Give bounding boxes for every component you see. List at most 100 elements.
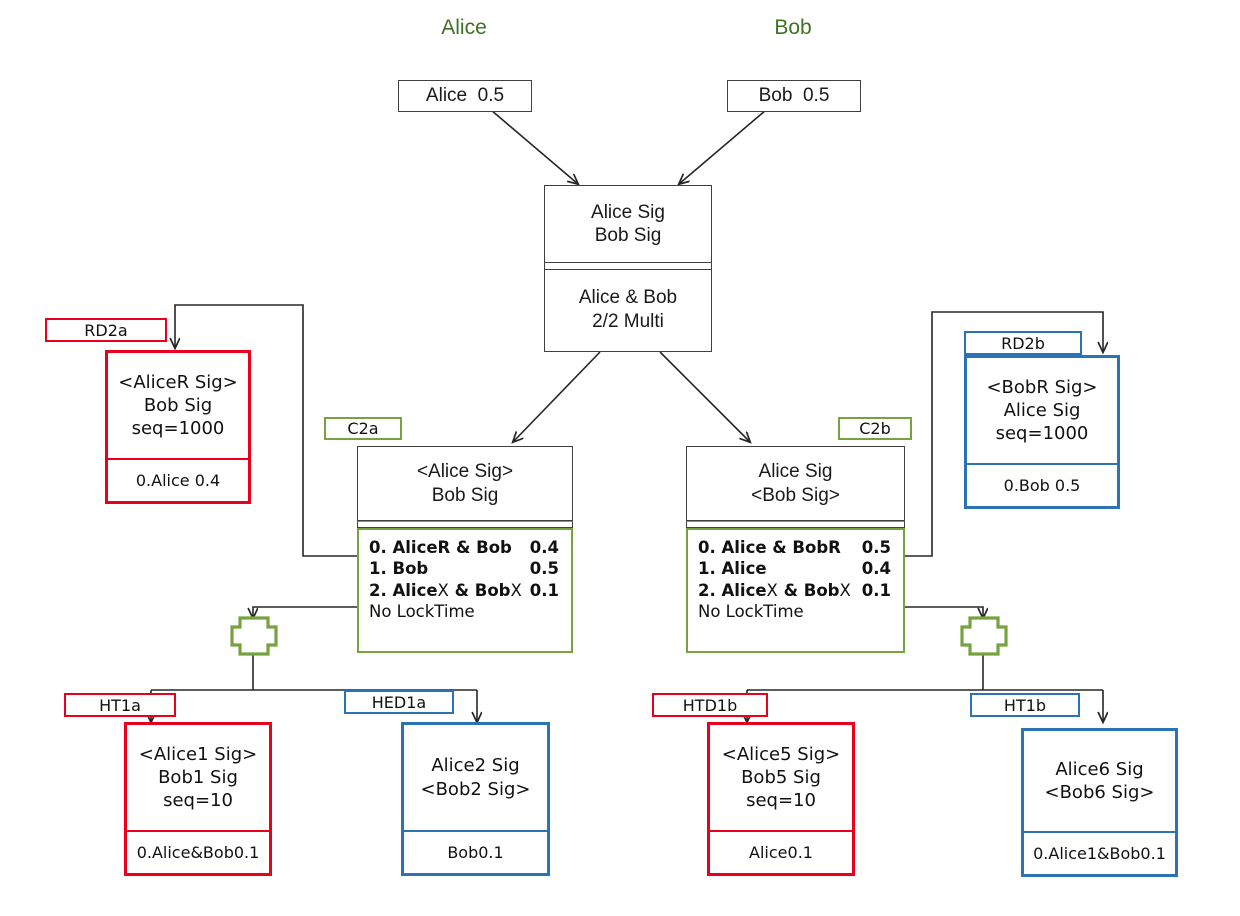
c2b-output-row-2: 2. Alice X & Bob X 0.1 <box>698 580 903 601</box>
rd2b-line-2: Alice Sig <box>1003 399 1081 421</box>
party-title-alice: Alice <box>441 16 487 39</box>
c2b-output-row-1: 1. Alice 0.4 <box>698 558 903 579</box>
transaction-rd2a[interactable]: <AliceR Sig> Bob Sig seq=1000 0.Alice 0.… <box>105 350 251 504</box>
c2a-output-row-2: 2. Alice X & Bob X 0.1 <box>369 580 571 601</box>
hed1a-line-1: Alice2 Sig <box>431 755 520 777</box>
htd1b-line-1: <Alice5 Sig> <box>721 743 841 765</box>
c2b-sig-line-1: Alice Sig <box>758 461 833 483</box>
c2b-output-2-label-pre: 2. Alice <box>698 580 767 600</box>
rd2a-line-2: Bob Sig <box>143 394 213 416</box>
htd1b-input-section: <Alice5 Sig> Bob5 Sig seq=10 <box>707 722 855 832</box>
c2a-output-2-label-mid: & Bob <box>448 580 511 600</box>
rd2a-output-section: 0.Alice 0.4 <box>105 460 251 504</box>
rd2a-line-1: <AliceR Sig> <box>118 371 238 393</box>
tag-hed1a[interactable]: HED1a <box>344 690 454 714</box>
transaction-hed1a[interactable]: Alice2 Sig <Bob2 Sig> Bob0.1 <box>401 722 550 876</box>
ht1b-line-1: Alice6 Sig <box>1055 758 1144 780</box>
party-title-bob: Bob <box>774 16 812 39</box>
wire-alice-to-multisig <box>490 109 578 184</box>
c2b-output-1-amount: 0.4 <box>861 559 891 579</box>
c2b-output-2-amount: 0.1 <box>861 580 891 600</box>
c2b-sig-line-2: <Bob Sig> <box>751 484 840 506</box>
wire-multisig-to-c2b <box>659 351 750 442</box>
hed1a-output-section: Bob0.1 <box>401 832 550 876</box>
c2a-output-1-amount: 0.5 <box>529 559 559 579</box>
tag-htd1b[interactable]: HTD1b <box>652 693 768 717</box>
c2b-output-2-label-mid: & Bob <box>777 580 840 600</box>
wire-c2b-out0-to-rd2b <box>905 311 1103 557</box>
wire-bob-to-multisig <box>679 109 767 184</box>
ht1b-line-2: <Bob6 Sig> <box>1044 782 1155 803</box>
funding-sig-line-1: Alice Sig <box>591 201 665 223</box>
c2b-divider <box>686 521 905 528</box>
wire-c2a-out0-to-rd2a <box>175 304 358 557</box>
c2b-output-section: 0. Alice & BobR 0.5 1. Alice 0.4 2. Alic… <box>686 528 905 653</box>
tag-rd2b[interactable]: RD2b <box>964 331 1082 355</box>
funding-outputs-section: Alice & Bob 2/2 Multi <box>545 270 711 349</box>
c2a-sig-line-1: <Alice Sig> <box>416 461 514 483</box>
c2b-locktime: No LockTime <box>698 602 804 622</box>
c2a-output-section: 0. AliceR & Bob 0.4 1. Bob 0.5 2. Alice … <box>357 528 573 653</box>
transaction-ht1a[interactable]: <Alice1 Sig> Bob1 Sig seq=10 0.Alice&Bob… <box>124 722 272 876</box>
c2a-output-2-label-x1: X <box>437 580 449 600</box>
funding-input-alice[interactable]: Alice 0.5 <box>398 80 532 112</box>
ht1a-input-section: <Alice1 Sig> Bob1 Sig seq=10 <box>124 722 272 832</box>
ht1a-line-1: <Alice1 Sig> <box>138 743 258 765</box>
tag-c2a[interactable]: C2a <box>324 417 402 440</box>
funding-output-line-2: 2/2 Multi <box>592 310 664 332</box>
ht1a-output-section: 0.Alice&Bob0.1 <box>124 832 272 876</box>
tag-rd2a[interactable]: RD2a <box>45 318 167 342</box>
funding-input-bob[interactable]: Bob 0.5 <box>727 80 861 112</box>
c2a-output-0-label: 0. AliceR & Bob <box>369 538 512 557</box>
htd1b-output-section: Alice0.1 <box>707 832 855 876</box>
c2a-output-1-label: 1. Bob <box>369 559 429 579</box>
cog-right-icon <box>960 616 1008 656</box>
htd1b-line-3: seq=10 <box>746 790 816 812</box>
transaction-rd2b[interactable]: <BobR Sig> Alice Sig seq=1000 0.Bob 0.5 <box>964 355 1120 509</box>
tag-c2b[interactable]: C2b <box>838 417 912 440</box>
funding-output-line-1: Alice & Bob <box>578 287 678 309</box>
rd2b-line-1: <BobR Sig> <box>986 376 1098 398</box>
c2b-output-0-label: 0. Alice & BobR <box>698 538 841 557</box>
c2a-output-2-label-x2: X <box>510 580 522 600</box>
funding-transaction[interactable]: Alice Sig Bob Sig Alice & Bob 2/2 Multi <box>544 185 712 352</box>
funding-inputs-section: Alice Sig Bob Sig <box>545 186 711 262</box>
rd2b-line-3: seq=1000 <box>995 423 1089 445</box>
c2a-input-section: <Alice Sig> Bob Sig <box>357 446 573 521</box>
transaction-c2a[interactable]: <Alice Sig> Bob Sig 0. AliceR & Bob 0.4 … <box>357 446 573 653</box>
ht1b-input-section: Alice6 Sig <Bob6 Sig> <box>1021 728 1178 833</box>
cog-left-icon <box>230 616 278 656</box>
c2b-output-2-label-x2: X <box>839 580 851 600</box>
c2b-input-section: Alice Sig <Bob Sig> <box>686 446 905 521</box>
c2b-output-1-label: 1. Alice <box>698 559 767 579</box>
wire-c2b-out2-to-cog <box>905 606 983 618</box>
funding-divider <box>545 262 711 270</box>
c2a-output-0-amount: 0.4 <box>529 538 559 557</box>
htd1b-line-2: Bob5 Sig <box>741 766 821 788</box>
rd2a-line-3: seq=1000 <box>131 418 225 440</box>
rd2a-input-section: <AliceR Sig> Bob Sig seq=1000 <box>105 350 251 460</box>
funding-sig-line-2: Bob Sig <box>594 225 662 246</box>
ht1b-output-section: 0.Alice1&Bob0.1 <box>1021 833 1178 877</box>
wire-multisig-to-c2a <box>513 351 601 442</box>
transaction-htd1b[interactable]: <Alice5 Sig> Bob5 Sig seq=10 Alice0.1 <box>707 722 855 876</box>
c2a-output-2-amount: 0.1 <box>529 580 559 600</box>
c2a-locktime: No LockTime <box>369 602 475 622</box>
tag-ht1b[interactable]: HT1b <box>970 693 1080 717</box>
c2a-sig-line-2: Bob Sig <box>431 484 499 506</box>
ht1a-line-2: Bob1 Sig <box>158 766 238 788</box>
c2b-output-2-label-x1: X <box>766 580 778 600</box>
rd2b-output-section: 0.Bob 0.5 <box>964 465 1120 509</box>
c2b-output-0-amount: 0.5 <box>861 538 891 557</box>
transaction-c2b[interactable]: Alice Sig <Bob Sig> 0. Alice & BobR 0.5 … <box>686 446 905 653</box>
transaction-ht1b[interactable]: Alice6 Sig <Bob6 Sig> 0.Alice1&Bob0.1 <box>1021 728 1178 877</box>
c2a-divider <box>357 521 573 528</box>
ht1a-line-3: seq=10 <box>163 790 233 812</box>
rd2b-input-section: <BobR Sig> Alice Sig seq=1000 <box>964 355 1120 465</box>
hed1a-input-section: Alice2 Sig <Bob2 Sig> <box>401 722 550 832</box>
c2a-output-row-0: 0. AliceR & Bob 0.4 <box>369 537 571 558</box>
c2b-output-row-0: 0. Alice & BobR 0.5 <box>698 537 903 558</box>
tag-ht1a[interactable]: HT1a <box>64 693 176 717</box>
wire-c2a-out2-to-cog <box>253 606 358 618</box>
